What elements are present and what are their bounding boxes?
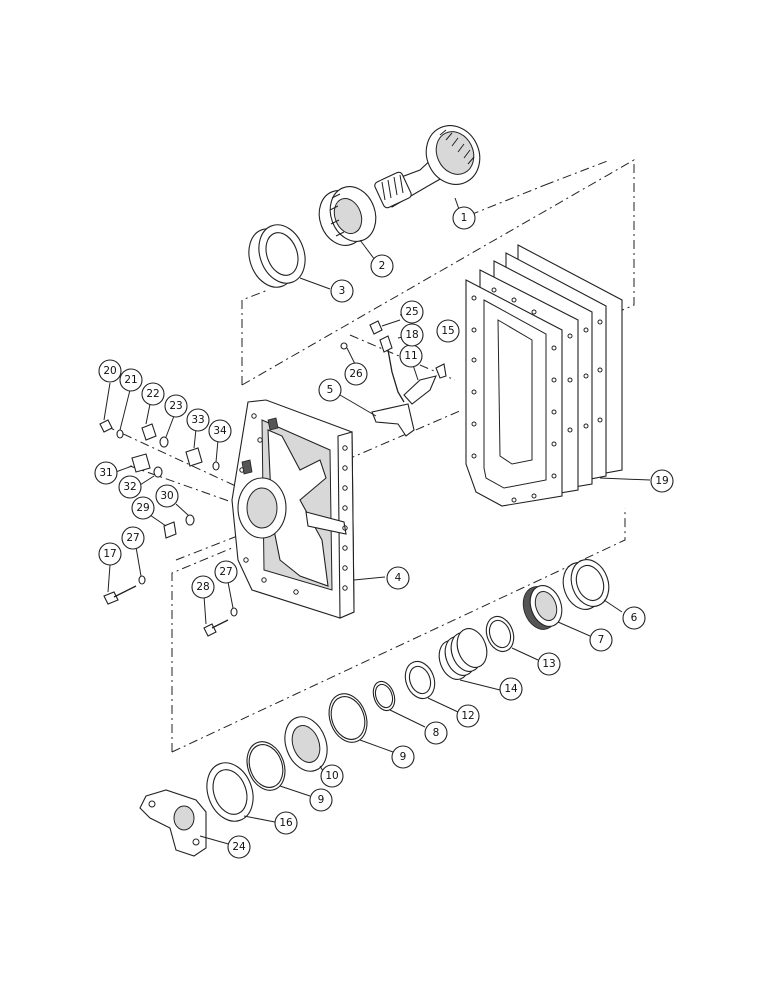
callout-23: 23 — [164, 394, 188, 418]
callout-14: 14 — [499, 677, 523, 701]
callout-25: 25 — [400, 300, 424, 324]
callout-1: 1 — [452, 206, 476, 230]
callout-28-label: 28 — [196, 581, 209, 593]
callout-12-label: 12 — [461, 710, 474, 722]
callout-24-label: 24 — [232, 841, 246, 853]
callout-15: 15 — [436, 319, 460, 343]
callout-27-right-label: 27 — [219, 566, 232, 578]
callout-30-label: 30 — [160, 490, 173, 502]
callout-13-label: 13 — [542, 658, 555, 670]
callout-10-label: 10 — [325, 770, 338, 782]
callout-11: 11 — [399, 344, 423, 368]
callout-19-label: 19 — [655, 475, 668, 487]
bearing-cup-part — [248, 224, 331, 290]
callout-7: 7 — [589, 628, 613, 652]
seal-ring-parts — [139, 559, 623, 857]
callout-16-label: 16 — [279, 817, 293, 829]
callout-28: 28 — [191, 575, 215, 599]
callout-33-label: 33 — [191, 414, 204, 426]
callout-32: 32 — [118, 475, 142, 499]
callout-34-label: 34 — [213, 425, 227, 437]
callout-26-label: 26 — [349, 368, 363, 380]
bearing-cone-part — [318, 186, 377, 261]
gasket-stack-part — [465, 244, 651, 507]
callout-18-label: 18 — [405, 329, 418, 341]
callout-34: 34 — [208, 419, 232, 443]
callout-11-label: 11 — [404, 350, 417, 362]
callout-4: 4 — [386, 566, 410, 590]
callout-5-label: 5 — [327, 384, 334, 396]
callout-29-label: 29 — [136, 502, 149, 514]
callout-5: 5 — [318, 378, 342, 402]
callout-18: 18 — [400, 323, 424, 347]
callout-19: 19 — [650, 469, 674, 493]
callout-10: 10 — [320, 764, 344, 788]
callout-14-label: 14 — [504, 683, 518, 695]
callout-30: 30 — [155, 484, 179, 508]
callout-27-right: 27 — [214, 560, 238, 584]
callout-33: 33 — [186, 408, 210, 432]
callout-1-label: 1 — [461, 212, 468, 224]
callout-2: 2 — [370, 254, 394, 278]
main-housing-part — [231, 399, 386, 619]
callout-20-label: 20 — [103, 365, 116, 377]
callout-6: 6 — [622, 606, 646, 630]
callout-32-label: 32 — [123, 481, 136, 493]
callout-20: 20 — [98, 359, 122, 383]
callout-3-label: 3 — [339, 285, 346, 297]
callout-24: 24 — [227, 835, 251, 859]
callout-9-upper: 9 — [391, 745, 415, 769]
callout-21-label: 21 — [124, 374, 137, 386]
callout-15-label: 15 — [441, 325, 454, 337]
callout-9-upper-label: 9 — [400, 751, 407, 763]
callout-13: 13 — [537, 652, 561, 676]
pinion-shaft-part — [374, 125, 481, 213]
callout-9-lower: 9 — [309, 788, 333, 812]
callout-22: 22 — [141, 382, 165, 406]
callout-22-label: 22 — [146, 388, 159, 400]
callout-27-left-label: 27 — [126, 532, 139, 544]
callout-8: 8 — [424, 721, 448, 745]
callout-31-label: 31 — [99, 467, 112, 479]
callout-9-lower-label: 9 — [318, 794, 325, 806]
fitting-and-bracket-parts — [339, 312, 447, 437]
left-fastener-parts — [99, 382, 238, 637]
callout-8-label: 8 — [433, 727, 440, 739]
callout-17: 17 — [98, 542, 122, 566]
callout-7-label: 7 — [598, 634, 605, 646]
callout-2-label: 2 — [379, 260, 386, 272]
callout-27-left: 27 — [121, 526, 145, 550]
callout-21: 21 — [119, 368, 143, 392]
callout-31: 31 — [94, 461, 118, 485]
callout-3: 3 — [330, 279, 354, 303]
callout-25-label: 25 — [405, 306, 418, 318]
callout-6-label: 6 — [631, 612, 638, 624]
callout-26: 26 — [344, 362, 368, 386]
callout-29: 29 — [131, 496, 155, 520]
callout-4-label: 4 — [395, 572, 402, 584]
callout-16: 16 — [274, 811, 298, 835]
callout-12: 12 — [456, 704, 480, 728]
callout-17-label: 17 — [103, 548, 116, 560]
callout-23-label: 23 — [169, 400, 182, 412]
